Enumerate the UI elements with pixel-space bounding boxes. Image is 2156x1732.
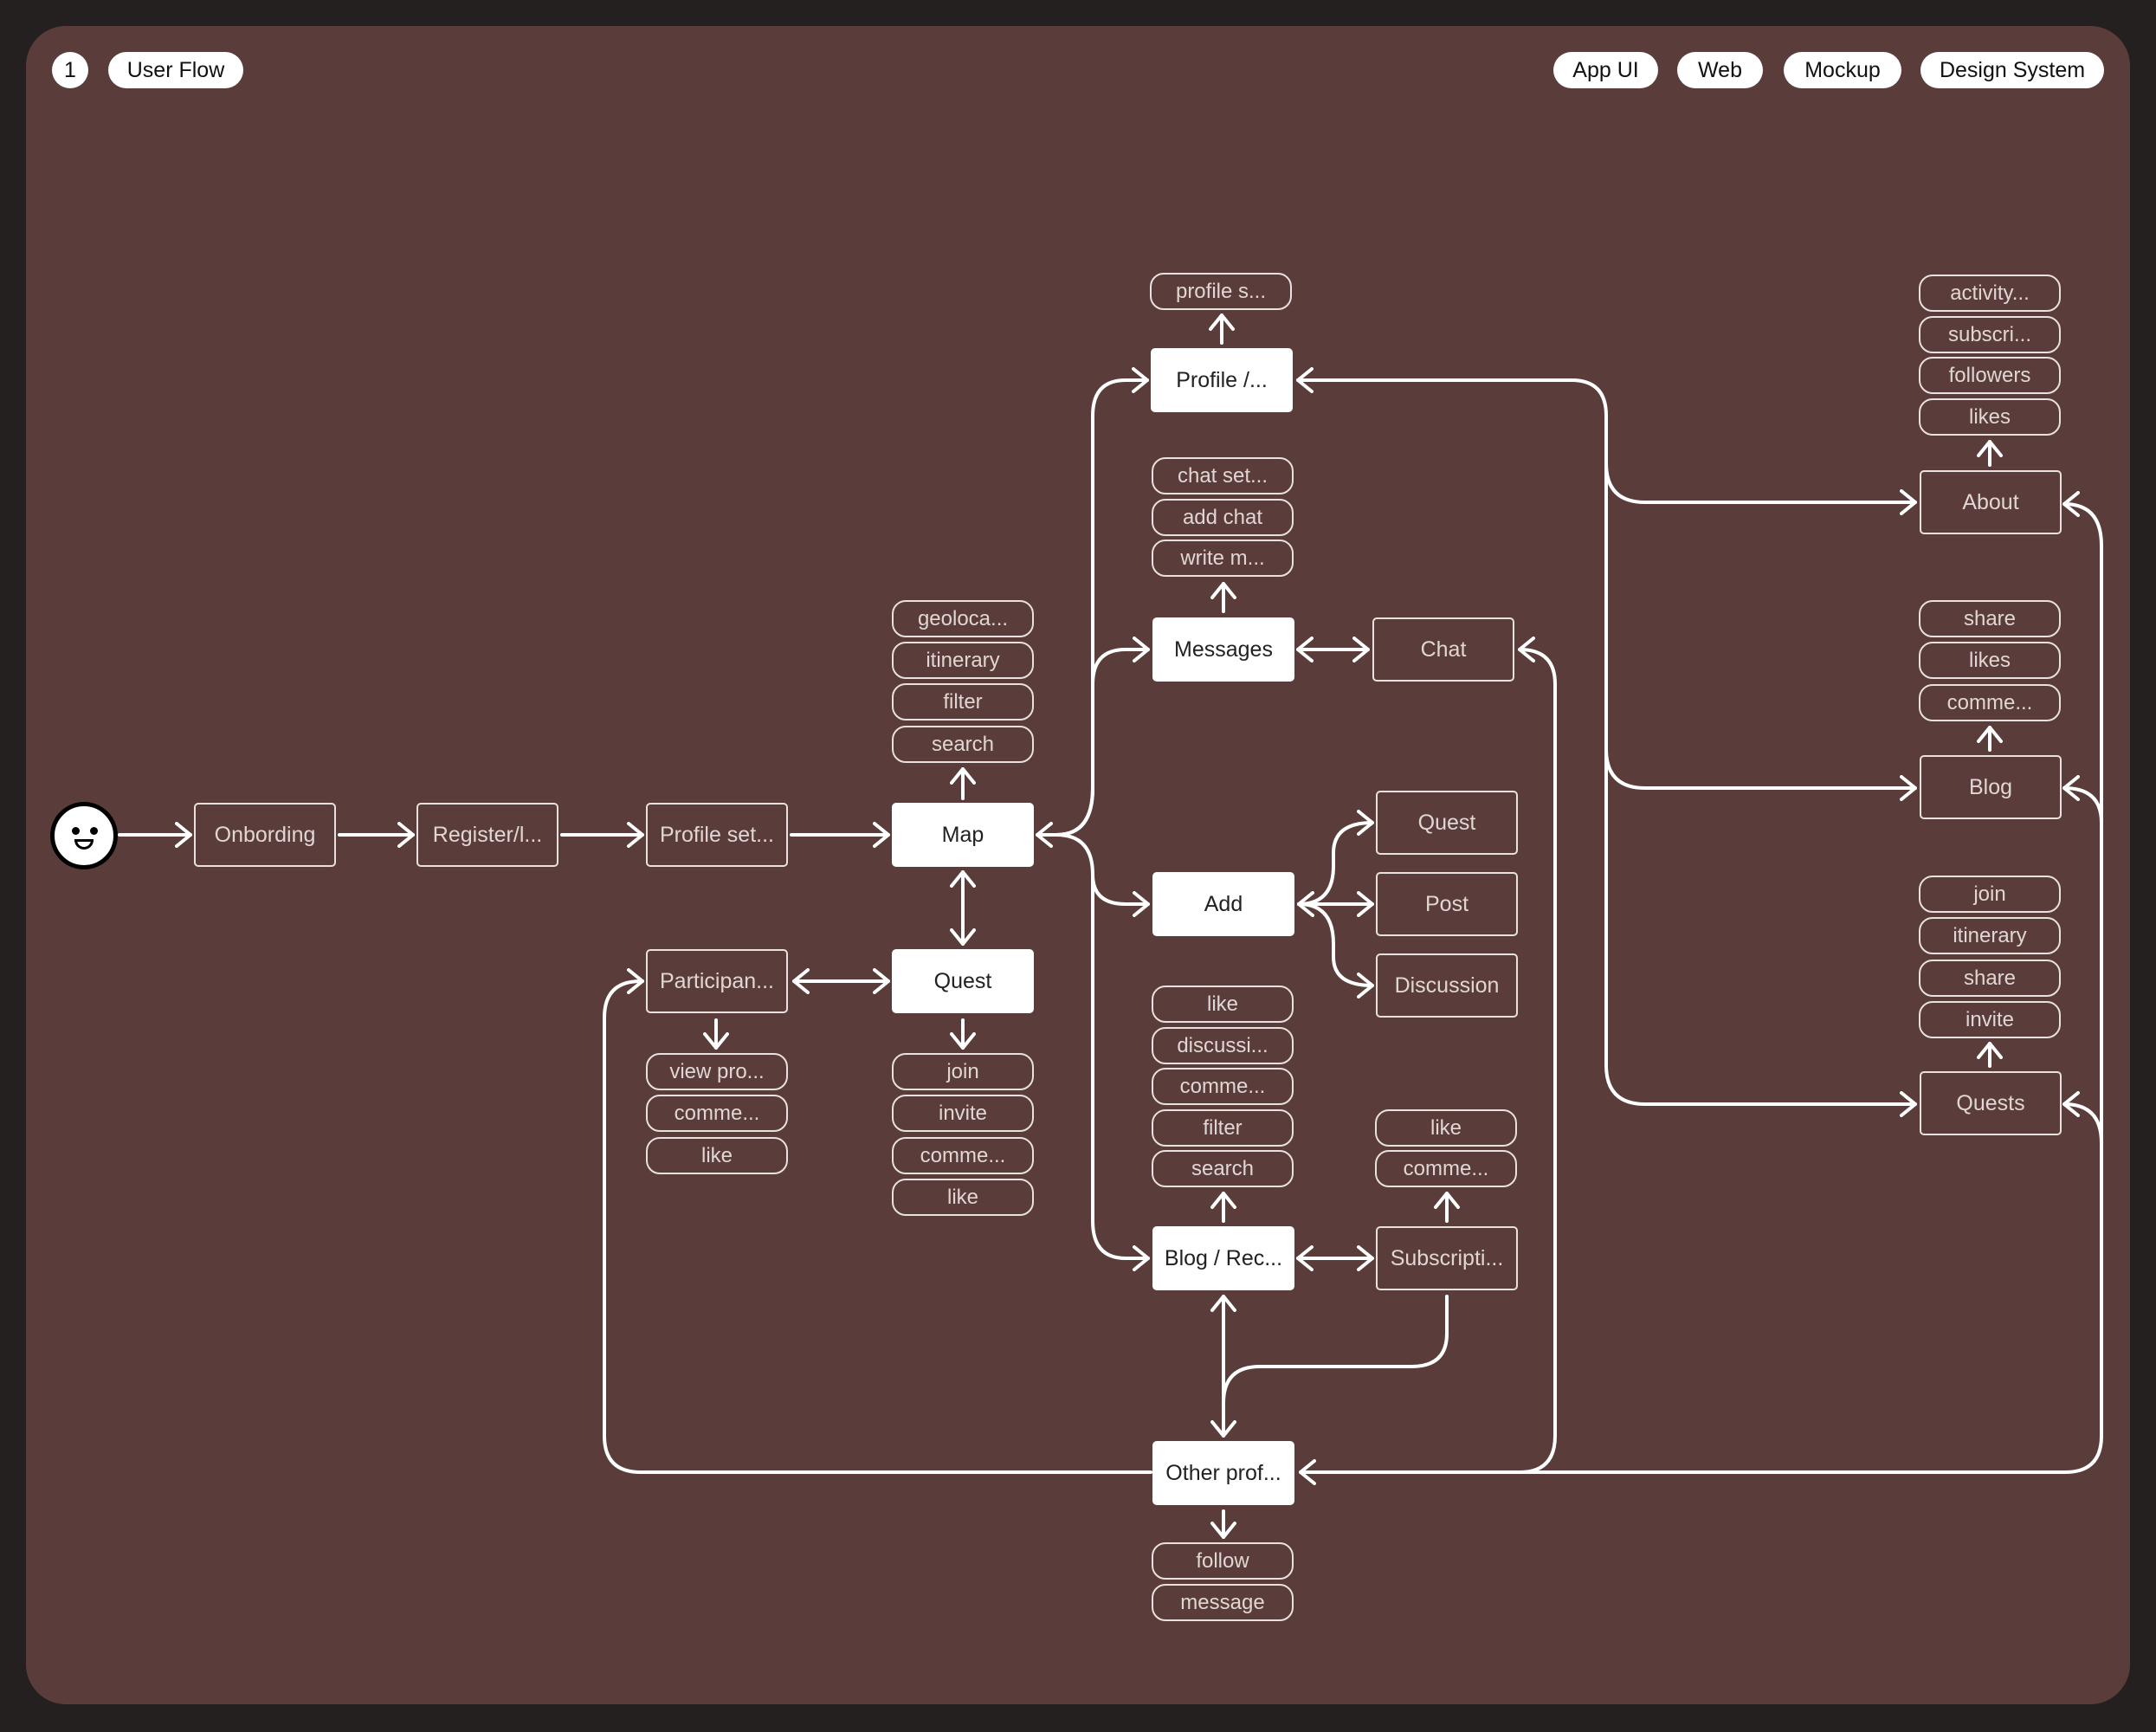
action-pill[interactable]: comme... — [1152, 1068, 1294, 1105]
action-pill[interactable]: like — [1375, 1109, 1517, 1147]
node-chat[interactable]: Chat — [1372, 617, 1514, 682]
node-add-post[interactable]: Post — [1376, 872, 1518, 936]
node-profile[interactable]: Profile /... — [1151, 348, 1293, 412]
node-quests[interactable]: Quests — [1920, 1071, 2062, 1135]
action-pill[interactable]: search — [892, 726, 1034, 763]
action-pill[interactable]: followers — [1919, 357, 2061, 394]
edge-add-quest — [1297, 810, 1374, 917]
action-pill[interactable]: filter — [892, 683, 1034, 721]
action-pill[interactable]: itinerary — [1919, 917, 2061, 954]
edge-right-about — [1604, 462, 1917, 515]
node-add-discussion[interactable]: Discussion — [1376, 953, 1518, 1018]
action-pill[interactable]: comme... — [892, 1137, 1034, 1174]
action-pill[interactable]: invite — [1919, 1001, 2061, 1038]
action-pill[interactable]: subscri... — [1919, 316, 2061, 353]
node-subscriptions[interactable]: Subscripti... — [1376, 1226, 1518, 1290]
node-other-profile[interactable]: Other prof... — [1152, 1441, 1294, 1505]
action-pill[interactable]: view pro... — [646, 1053, 788, 1090]
edge-loop-blog — [2062, 775, 2103, 824]
edge-loop-quests — [2062, 1091, 2103, 1145]
action-pill[interactable]: likes — [1919, 398, 2061, 436]
node-add[interactable]: Add — [1152, 872, 1294, 936]
action-pill[interactable]: follow — [1152, 1542, 1294, 1580]
edge-hub-messages — [1055, 637, 1150, 837]
edge-hub-profile — [1055, 367, 1149, 837]
edge-hub-blogrec — [1091, 873, 1150, 1271]
action-pill[interactable]: add chat — [1152, 499, 1294, 536]
smiley-mouth-icon — [74, 839, 94, 850]
action-pill[interactable]: likes — [1919, 642, 2061, 679]
user-flow-tag[interactable]: User Flow — [108, 52, 243, 88]
node-map[interactable]: Map — [892, 803, 1034, 867]
action-pill[interactable]: join — [892, 1053, 1034, 1090]
node-register[interactable]: Register/l... — [416, 803, 558, 867]
action-pill[interactable]: invite — [892, 1095, 1034, 1132]
edge-loop-chat — [1518, 637, 1557, 1474]
node-about[interactable]: About — [1920, 470, 2062, 534]
node-quest[interactable]: Quest — [892, 949, 1034, 1013]
node-add-quest[interactable]: Quest — [1376, 791, 1518, 855]
edge-loop-otherprofile — [1299, 491, 2103, 1485]
smiley-eye-icon — [72, 827, 80, 835]
edge-hub-add — [1055, 833, 1150, 917]
node-participants[interactable]: Participan... — [646, 949, 788, 1013]
edge-otherprofile-participants — [603, 968, 1152, 1474]
action-pill[interactable]: share — [1919, 600, 2061, 637]
action-pill[interactable]: like — [646, 1137, 788, 1174]
tag-design-system[interactable]: Design System — [1920, 52, 2104, 88]
node-blog-recommendations[interactable]: Blog / Rec... — [1152, 1226, 1294, 1290]
node-profile-setup[interactable]: Profile set... — [646, 803, 788, 867]
action-pill[interactable]: write m... — [1152, 540, 1294, 577]
tag-web[interactable]: Web — [1677, 52, 1763, 88]
action-pill[interactable]: filter — [1152, 1109, 1294, 1147]
action-pill[interactable]: chat set... — [1152, 457, 1294, 494]
action-pill[interactable]: join — [1919, 876, 2061, 913]
action-pill[interactable]: like — [1152, 986, 1294, 1023]
edge-add-discussion — [1297, 902, 1374, 998]
edge-subscriptions-otherprofile — [1222, 1295, 1449, 1405]
user-start-icon — [50, 802, 118, 869]
action-pill[interactable]: search — [1152, 1150, 1294, 1187]
action-pill[interactable]: share — [1919, 960, 2061, 997]
action-pill[interactable]: itinerary — [892, 642, 1034, 679]
edge-profile-right — [1296, 367, 1917, 1117]
smiley-eye-icon — [90, 827, 98, 835]
page-number-badge: 1 — [52, 52, 88, 88]
action-pill[interactable]: profile s... — [1150, 273, 1292, 310]
node-onboarding[interactable]: Onbording — [194, 803, 336, 867]
action-pill[interactable]: like — [892, 1179, 1034, 1216]
action-pill[interactable]: message — [1152, 1584, 1294, 1621]
action-pill[interactable]: activity... — [1919, 275, 2061, 312]
action-pill[interactable]: geoloca... — [892, 600, 1034, 637]
action-pill[interactable]: comme... — [646, 1095, 788, 1132]
node-messages[interactable]: Messages — [1152, 617, 1294, 682]
node-blog[interactable]: Blog — [1920, 755, 2062, 819]
tag-mockup[interactable]: Mockup — [1784, 52, 1901, 88]
edge-right-blog — [1604, 747, 1917, 801]
action-pill[interactable]: discussi... — [1152, 1027, 1294, 1064]
tag-app-ui[interactable]: App UI — [1553, 52, 1658, 88]
action-pill[interactable]: comme... — [1919, 684, 2061, 721]
action-pill[interactable]: comme... — [1375, 1150, 1517, 1187]
